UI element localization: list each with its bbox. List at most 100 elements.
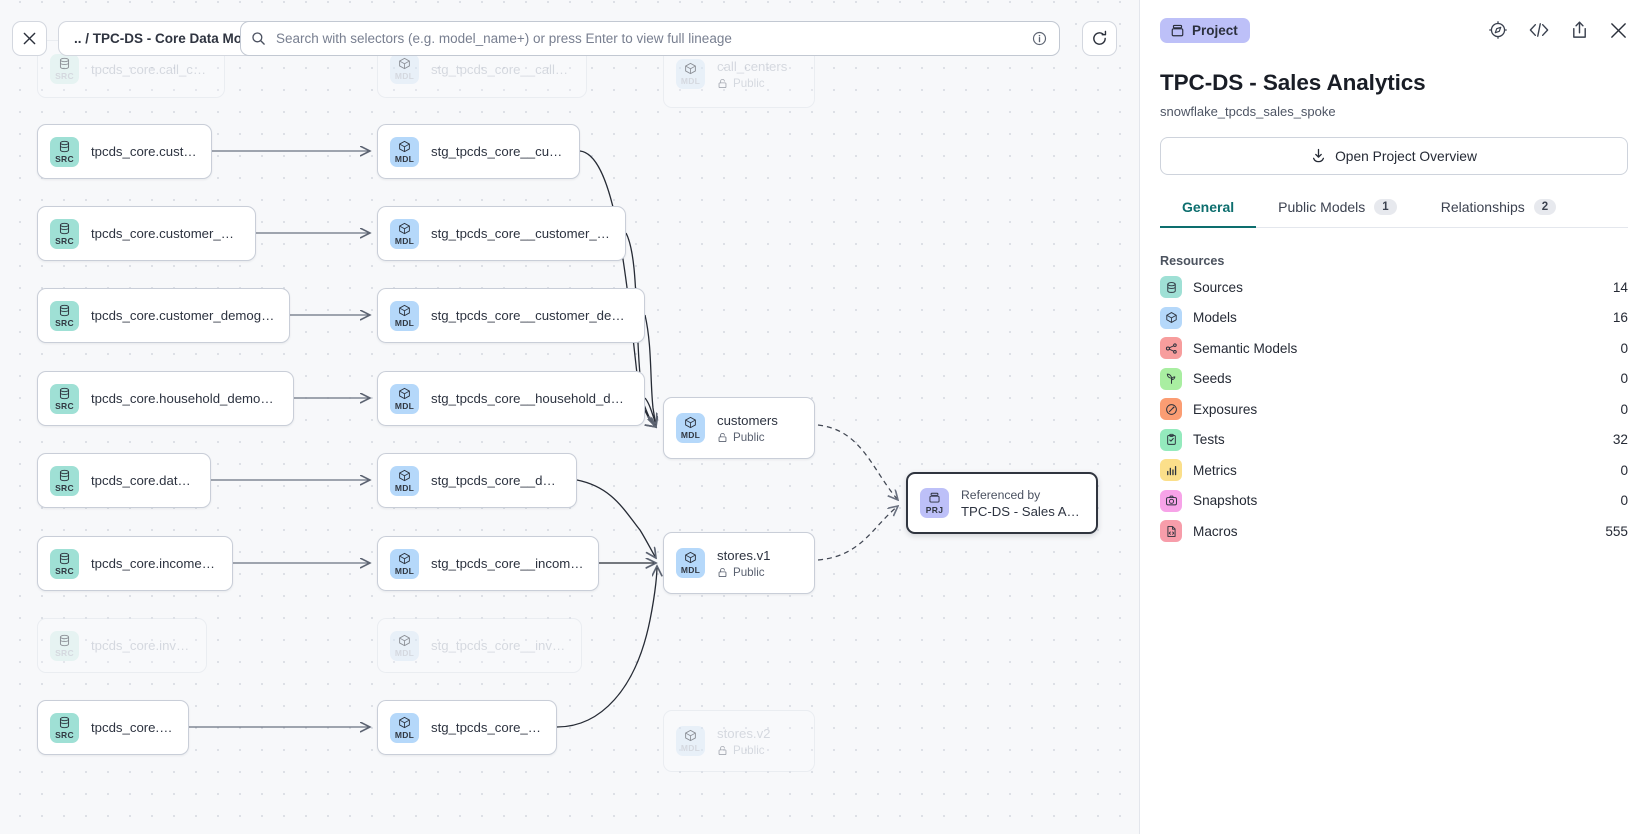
resource-label: Semantic Models	[1193, 340, 1298, 356]
graph-node-src_inventory[interactable]: SRC tpcds_core.inventory	[37, 618, 207, 673]
refresh-button[interactable]	[1082, 21, 1117, 56]
node-type-badge-src: SRC	[50, 548, 79, 579]
node-label: tpcds_core.store	[91, 720, 174, 735]
camera-icon	[1160, 489, 1182, 512]
node-body: stg_tpcds_core__date_dim	[431, 473, 562, 488]
database-icon	[59, 58, 70, 70]
cube-icon	[399, 140, 410, 152]
node-label: tpcds_core.inventory	[91, 638, 192, 653]
database-icon	[59, 387, 70, 399]
details-panel: Project	[1139, 0, 1648, 834]
node-label: stg_tpcds_core__customer_demogra…	[431, 308, 630, 323]
node-label: stores.v1	[717, 547, 771, 563]
node-body: tpcds_core.call_center	[91, 62, 210, 77]
resource-count: 0	[1620, 493, 1628, 509]
tab-label: Relationships	[1440, 199, 1525, 215]
graph-node-mdl_hh_demo[interactable]: MDLstg_tpcds_core__household_demogr…	[377, 371, 645, 426]
node-type-badge-src: SRC	[50, 630, 79, 661]
project-icon	[929, 493, 940, 503]
open-project-overview-button[interactable]: Open Project Overview	[1160, 137, 1628, 175]
resource-label: Models	[1193, 310, 1237, 326]
code-icon[interactable]	[1528, 21, 1550, 39]
project-type-pill[interactable]: Project	[1160, 17, 1250, 43]
database-icon	[1160, 276, 1182, 299]
node-body: stg_tpcds_core__inventory	[431, 638, 567, 653]
download-target-icon	[1313, 148, 1325, 163]
tab-general[interactable]: General	[1160, 199, 1257, 228]
close-lineage-button[interactable]	[12, 21, 47, 56]
graph-node-mdl_cust_demo[interactable]: MDLstg_tpcds_core__customer_demogra…	[377, 288, 645, 343]
gauge-icon	[1160, 398, 1182, 421]
node-type-badge-mdl: MDL	[390, 548, 419, 579]
resource-label: Seeds	[1193, 371, 1232, 387]
node-body: stg_tpcds_core__household_demogr…	[431, 391, 630, 406]
database-icon	[59, 140, 70, 152]
node-body: stg_tpcds_core__call_center	[431, 62, 572, 77]
node-type-badge-mdl: MDL	[676, 548, 705, 578]
resource-row-snapshots[interactable]: Snapshots 0	[1160, 486, 1628, 517]
search-icon	[252, 32, 265, 45]
cube-icon	[399, 304, 410, 316]
explore-compass-icon[interactable]	[1488, 20, 1508, 40]
resource-label: Snapshots	[1193, 493, 1258, 509]
node-label: tpcds_core.customer_demographics	[91, 308, 275, 323]
share-icon[interactable]	[1570, 20, 1589, 40]
close-panel-icon[interactable]	[1609, 21, 1628, 40]
node-label: stg_tpcds_core__store	[431, 720, 542, 735]
resource-count: 14	[1612, 279, 1628, 295]
node-type-badge-mdl: MDL	[390, 54, 419, 84]
node-label: tpcds_core.call_center	[91, 61, 210, 77]
node-type-badge-src: SRC	[50, 54, 79, 84]
search-input[interactable]	[266, 31, 1032, 46]
project-icon	[1171, 24, 1184, 36]
search-bar[interactable]	[240, 21, 1060, 56]
node-label: tpcds_core.household_demographics	[91, 391, 279, 406]
node-access: Public	[717, 566, 771, 579]
node-type-badge-prj: PRJ	[920, 488, 949, 518]
database-icon	[59, 304, 70, 316]
lineage-canvas[interactable]: .. / TPC-DS - Core Data Models	[0, 0, 1139, 834]
info-circle-icon[interactable]	[1032, 31, 1047, 46]
close-icon	[23, 32, 36, 45]
node-body: stg_tpcds_core__customer	[431, 144, 565, 159]
resource-label: Tests	[1193, 432, 1225, 448]
refresh-icon	[1093, 30, 1107, 45]
cube-icon	[399, 469, 410, 481]
cube-icon	[399, 58, 410, 70]
node-access: Public	[717, 77, 787, 90]
node-label: stores.v2	[717, 725, 771, 741]
node-label: TPC-DS - Sales Analytics	[961, 503, 1082, 519]
unlock-icon	[718, 432, 727, 442]
